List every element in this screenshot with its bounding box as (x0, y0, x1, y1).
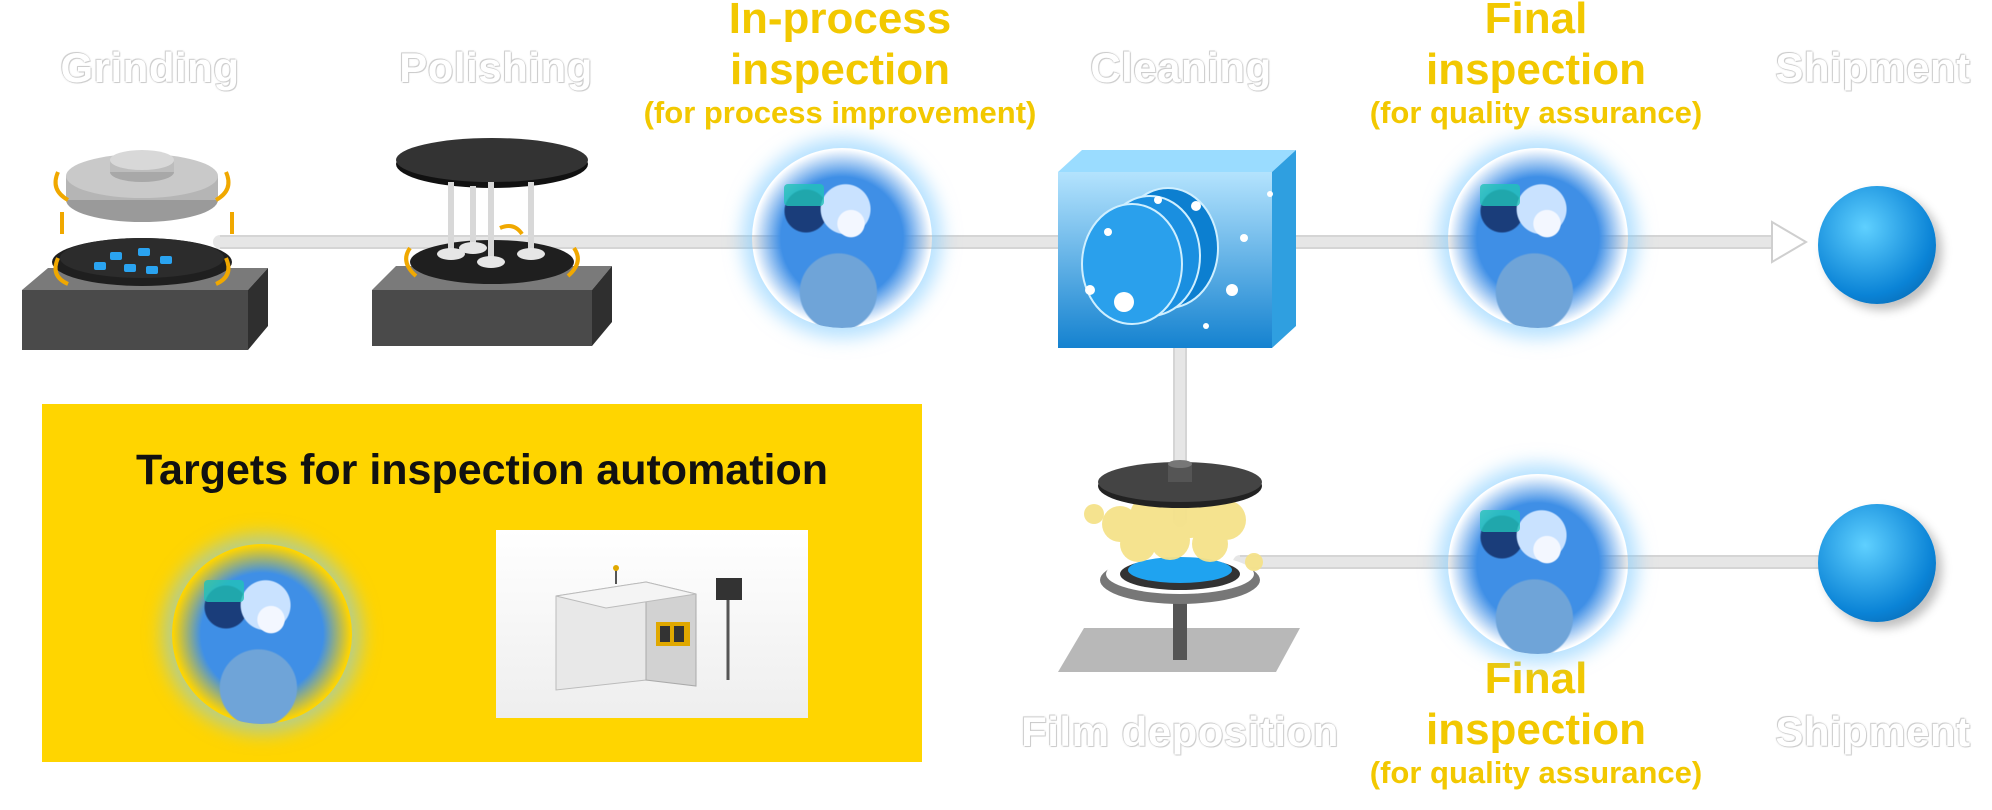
inspector-photo-final-top (1448, 148, 1628, 328)
inspection-machine-image (496, 530, 808, 718)
inspector-photo-inprocess (752, 148, 932, 328)
final-top-line2: inspection (1425, 44, 1647, 94)
inprocess-sub: (for process improvement) (643, 95, 1037, 131)
shipment-wafer-bottom-icon (1818, 504, 1936, 622)
grinding-machine-icon (22, 150, 268, 350)
final-inspection-bottom-label: Final inspection (for quality assurance) (1336, 654, 1736, 791)
cleaning-tank-icon (1058, 150, 1296, 348)
targets-box: Targets for inspection automation (42, 404, 922, 762)
step-label-grinding: Grinding (60, 44, 240, 91)
arrow-head-icon (1771, 220, 1808, 264)
final-top-line1: Final (1484, 0, 1588, 43)
inprocess-line1: In-process (728, 0, 952, 43)
inprocess-line2: inspection (729, 44, 951, 94)
final-inspection-top-label: Final inspection (for quality assurance) (1336, 0, 1736, 131)
film-deposition-icon (1058, 460, 1300, 672)
inprocess-inspection-label: In-process inspection (for process impro… (610, 0, 1070, 131)
final-bottom-line1: Final (1484, 654, 1588, 703)
polishing-machine-icon (372, 138, 612, 346)
final-bottom-sub: (for quality assurance) (1369, 755, 1703, 791)
shipment-wafer-top-icon (1818, 186, 1936, 304)
step-label-shipment-top: Shipment (1775, 44, 1971, 91)
final-top-sub: (for quality assurance) (1369, 95, 1703, 131)
step-label-cleaning: Cleaning (1090, 44, 1272, 91)
step-label-film-deposition: Film deposition (1021, 708, 1339, 755)
inspector-photo-manual (172, 544, 352, 724)
inspection-machine-icon (555, 565, 742, 691)
step-label-polishing: Polishing (399, 44, 593, 91)
targets-box-title: Targets for inspection automation (135, 446, 829, 494)
inspector-photo-final-bottom (1448, 474, 1628, 654)
final-bottom-line2: inspection (1425, 704, 1647, 754)
step-label-shipment-bottom: Shipment (1775, 708, 1971, 755)
